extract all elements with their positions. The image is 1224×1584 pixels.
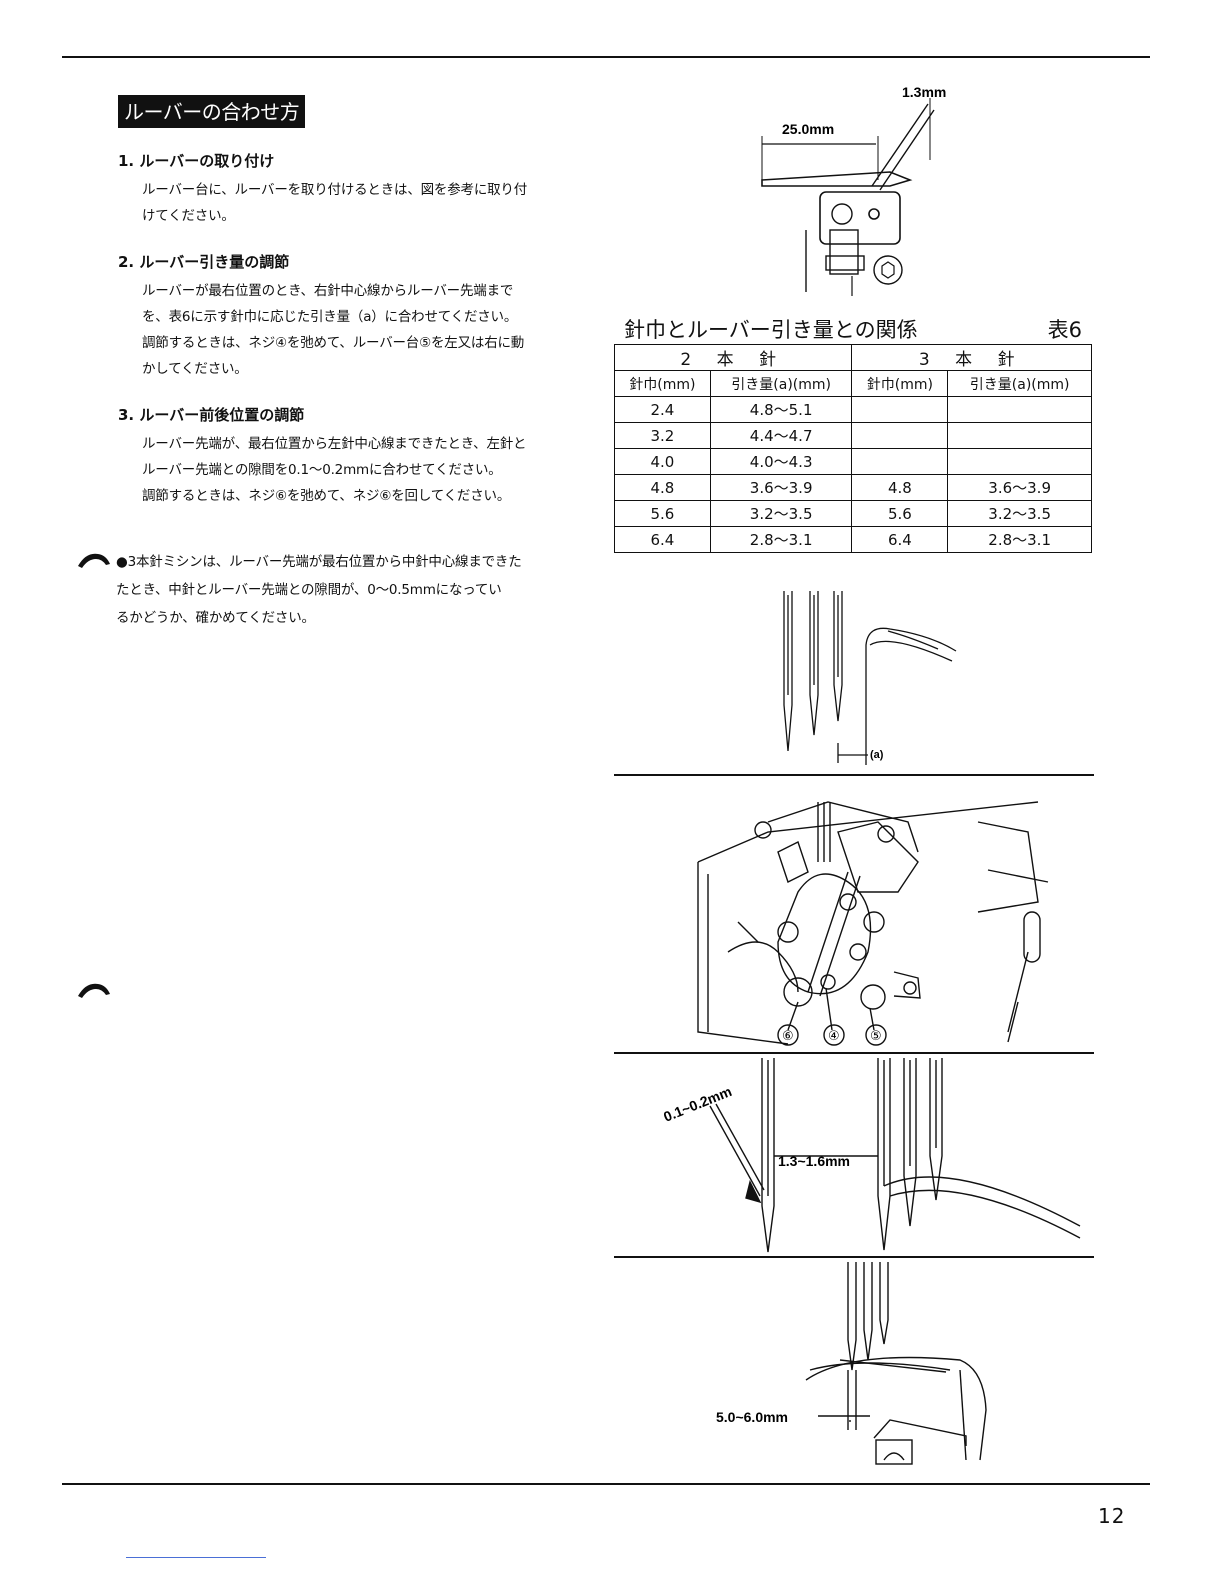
table-group-row: 2 本 針 3 本 針: [613, 344, 1092, 371]
table-title-row: 針巾とルーバー引き量との関係 表6: [624, 314, 1082, 344]
table-cell: 5.6: [851, 500, 949, 527]
spec-table: 2 本 針 3 本 針 針巾(mm) 引き量(a)(mm) 針巾(mm) 引き量…: [613, 344, 1092, 553]
table-header-row: 針巾(mm) 引き量(a)(mm) 針巾(mm) 引き量(a)(mm): [614, 370, 1092, 397]
group-header: 2 本 針: [613, 344, 853, 371]
table-row: 2.4 4.8～5.1: [614, 396, 1092, 423]
step-1: 1. ルーバーの取り付け ルーバー台に、ルーバーを取り付けるときは、図を参考に取…: [118, 150, 588, 229]
figure-divider: [614, 1256, 1094, 1258]
figure-divider: [614, 774, 1094, 776]
table-cell: [851, 448, 949, 475]
callout-label: ⑥: [782, 1029, 794, 1044]
note: ●3本針ミシンは、ルーバー先端が最右位置から中針中心線まできた たとき、中針とル…: [76, 548, 586, 632]
step-body: ルーバーが最右位置のとき、右針中心線からルーバー先端まで を、表6に示す針巾に応…: [142, 278, 588, 382]
hand-pointer-icon: [76, 978, 112, 1006]
table-cell: 6.4: [851, 526, 949, 553]
table-cell: 4.0: [614, 448, 711, 475]
note-line: たとき、中針とルーバー先端との隙間が、0～0.5mmになってい: [116, 582, 502, 598]
table-cell: 2.8～3.1: [947, 526, 1092, 553]
step-title: 3. ルーバー前後位置の調節: [118, 406, 305, 424]
column-header: 引き量(a)(mm): [947, 370, 1092, 397]
step-line: を、表6に示す針巾に応じた引き量（a）に合わせてください。: [142, 309, 518, 325]
table-cell: [947, 422, 1092, 449]
top-rule: [62, 56, 1150, 58]
table-cell: 4.0～4.3: [709, 448, 853, 475]
bottom-rule: [62, 1483, 1150, 1485]
dim-label: 1.3mm: [902, 84, 946, 100]
link-underline: [126, 1557, 266, 1558]
table-cell: 3.6～3.9: [947, 474, 1092, 501]
table-cell: [851, 422, 949, 449]
step-line: ルーバー台に、ルーバーを取り付けるときは、図を参考に取り付: [142, 182, 528, 198]
column-header: 引き量(a)(mm): [709, 370, 853, 397]
table-cell: [851, 396, 949, 423]
note-text: ●3本針ミシンは、ルーバー先端が最右位置から中針中心線まできた たとき、中針とル…: [116, 548, 522, 632]
dim-label: 5.0~6.0mm: [716, 1409, 788, 1425]
step-line: ルーバー先端が、最右位置から左針中心線まできたとき、左針と: [142, 436, 527, 452]
table-cell: 3.6～3.9: [709, 474, 853, 501]
table-cell: 3.2～3.5: [709, 500, 853, 527]
step-3: 3. ルーバー前後位置の調節 ルーバー先端が、最右位置から左針中心線まできたとき…: [118, 404, 588, 509]
dim-label: 25.0mm: [782, 121, 834, 137]
table-row: 5.6 3.2～3.5 5.6 3.2～3.5: [614, 500, 1092, 527]
callout-label: ⑤: [870, 1029, 882, 1044]
step-line: ルーバー先端との隙間を0.1～0.2mmに合わせてください。: [142, 462, 502, 478]
table-cell: 4.8: [614, 474, 711, 501]
table-row: 4.8 3.6～3.9 4.8 3.6～3.9: [614, 474, 1092, 501]
column-header: 針巾(mm): [614, 370, 711, 397]
table-row: 3.2 4.4～4.7: [614, 422, 1092, 449]
note-line: ●3本針ミシンは、ルーバー先端が最右位置から中針中心線まできた: [116, 554, 522, 570]
table-cell: [947, 396, 1092, 423]
table-cell: 6.4: [614, 526, 711, 553]
table-title: 針巾とルーバー引き量との関係: [624, 318, 918, 342]
table-cell: 4.8～5.1: [709, 396, 853, 423]
step-line: かしてください。: [142, 361, 248, 377]
looper-top-figure: 1.3mm 25.0mm: [740, 80, 980, 300]
note-line: るかどうか、確かめてください。: [116, 610, 315, 626]
step-2: 2. ルーバー引き量の調節 ルーバーが最右位置のとき、右針中心線からルーバー先端…: [118, 251, 588, 382]
page-number: 12: [1098, 1504, 1126, 1528]
table-cell: 2.4: [614, 396, 711, 423]
table-number: 表6: [1047, 318, 1082, 342]
table-cell: 2.8～3.1: [709, 526, 853, 553]
step-body: ルーバー台に、ルーバーを取り付けるときは、図を参考に取り付 けてください。: [142, 177, 588, 229]
table-cell: 3.2: [614, 422, 711, 449]
table-row: 6.4 2.8～3.1 6.4 2.8～3.1: [614, 526, 1092, 553]
section-heading: ルーバーの合わせ方: [118, 95, 306, 128]
mechanism-figure: ⑥ ④ ⑤: [648, 782, 1058, 1048]
dim-label: (a): [870, 749, 884, 761]
dim-label: 1.3~1.6mm: [778, 1153, 850, 1169]
group-header: 3 本 針: [851, 344, 1092, 371]
hand-pointer-icon: [76, 548, 116, 632]
clearance-figure: 0.1~0.2mm 1.3~1.6mm: [650, 1056, 1090, 1256]
table-cell: 5.6: [614, 500, 711, 527]
step-line: 調節するときは、ネジ④を弛めて、ルーバー台⑤を左又は右に動: [142, 335, 525, 351]
table-cell: 3.2～3.5: [947, 500, 1092, 527]
table-cell: 4.4～4.7: [709, 422, 853, 449]
needle-looper-figure: (a): [760, 585, 1000, 775]
step-title: 1. ルーバーの取り付け: [118, 152, 275, 170]
dim-label: 0.1~0.2mm: [661, 1083, 734, 1125]
instructions: 1. ルーバーの取り付け ルーバー台に、ルーバーを取り付けるときは、図を参考に取…: [118, 150, 588, 531]
step-body: ルーバー先端が、最右位置から左針中心線まできたとき、左針と ルーバー先端との隙間…: [142, 431, 588, 509]
looper-bottom-figure: 5.0~6.0mm: [710, 1260, 1010, 1466]
column-header: 針巾(mm): [851, 370, 949, 397]
table-row: 4.0 4.0～4.3: [614, 448, 1092, 475]
table-cell: [947, 448, 1092, 475]
step-line: 調節するときは、ネジ⑥を弛めて、ネジ⑥を回してください。: [142, 488, 511, 504]
step-line: ルーバーが最右位置のとき、右針中心線からルーバー先端まで: [142, 283, 514, 299]
callout-label: ④: [828, 1029, 840, 1044]
figure-divider: [614, 1052, 1094, 1054]
step-line: けてください。: [142, 208, 235, 224]
table-cell: 4.8: [851, 474, 949, 501]
step-title: 2. ルーバー引き量の調節: [118, 253, 290, 271]
